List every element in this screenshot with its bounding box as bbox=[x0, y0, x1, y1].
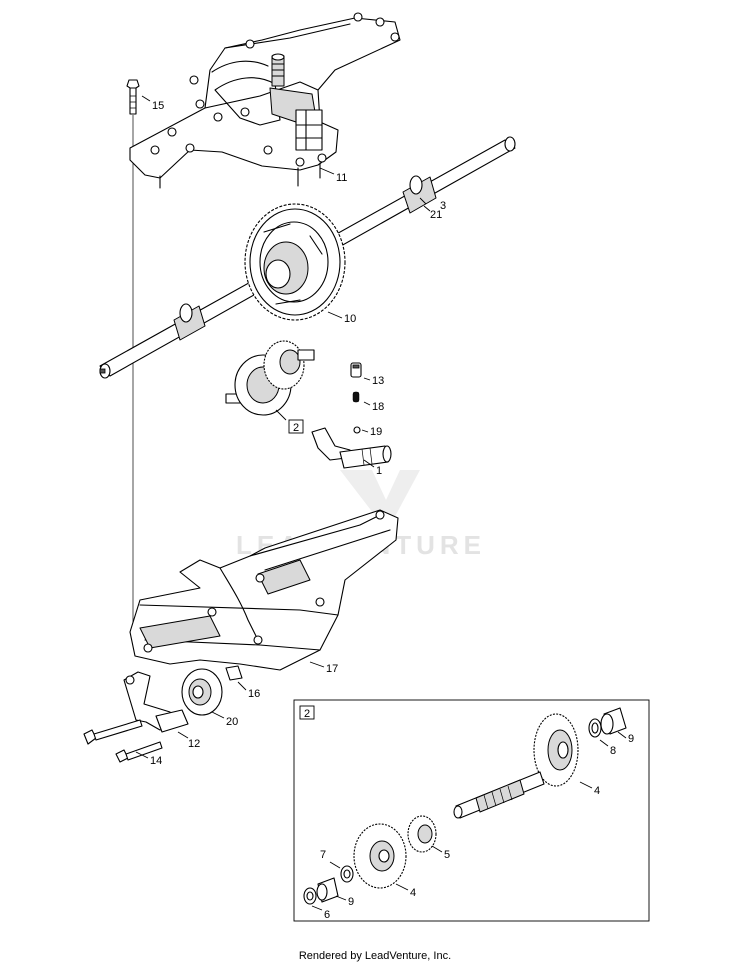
bevel-gear-4-top bbox=[533, 713, 579, 787]
detail-box-2: 2 bbox=[293, 699, 650, 922]
callout-detail-9-bottom: 9 bbox=[348, 896, 354, 908]
callout-detail-6: 6 bbox=[324, 909, 330, 921]
callout-18: 18 bbox=[372, 401, 384, 413]
callout-detail-7: 7 bbox=[320, 849, 326, 861]
spring-18 bbox=[352, 391, 360, 403]
callout-11: 11 bbox=[336, 172, 347, 184]
differential-ring-gear bbox=[244, 203, 346, 321]
callout-box-2-detail-label: 2 bbox=[304, 708, 310, 720]
callouts-main: 15 11 3 21 10 13 18 2 19 1 17 16 20 12 1… bbox=[135, 95, 446, 767]
washer-8 bbox=[588, 718, 602, 738]
callout-box-2-main-label: 2 bbox=[293, 422, 299, 434]
lower-housing-bolts bbox=[143, 510, 385, 653]
callout-16: 16 bbox=[248, 688, 260, 700]
upper-housing-bolts bbox=[150, 12, 400, 167]
callout-19: 19 bbox=[370, 426, 382, 438]
callout-10: 10 bbox=[344, 313, 356, 325]
callout-21: 21 bbox=[430, 209, 442, 221]
shift-fork bbox=[311, 427, 392, 469]
ball-19 bbox=[353, 426, 361, 434]
washer-6 bbox=[303, 887, 317, 905]
pulley-20 bbox=[181, 668, 223, 716]
callout-17: 17 bbox=[326, 663, 338, 675]
callout-detail-4-top: 4 bbox=[594, 785, 600, 797]
callout-15: 15 bbox=[152, 100, 164, 112]
callout-box-2-detail bbox=[299, 705, 315, 720]
bevel-gear-4-bottom bbox=[353, 823, 407, 889]
bolt-14 bbox=[115, 741, 163, 763]
upper-housing bbox=[129, 12, 401, 189]
callout-detail-8: 8 bbox=[610, 745, 616, 757]
callout-detail-4-bottom: 4 bbox=[410, 887, 416, 899]
callout-3: 3 bbox=[440, 200, 446, 212]
callout-1: 1 bbox=[376, 465, 382, 477]
callout-20: 20 bbox=[226, 716, 238, 728]
footer-credit: Rendered by LeadVenture, Inc. bbox=[298, 950, 452, 962]
callout-14: 14 bbox=[150, 755, 162, 767]
gear-shaft-assembly bbox=[225, 340, 315, 416]
gear-5 bbox=[407, 815, 437, 853]
callout-box-2-main bbox=[288, 419, 304, 434]
callout-detail-9-top: 9 bbox=[628, 733, 634, 745]
washer-7 bbox=[340, 865, 354, 883]
brake-bracket-12 bbox=[123, 671, 189, 733]
key-16 bbox=[225, 665, 243, 681]
splined-shaft bbox=[453, 771, 545, 819]
callout-13: 13 bbox=[372, 375, 384, 387]
bushing-9-top bbox=[600, 707, 627, 735]
callout-detail-5: 5 bbox=[444, 849, 450, 861]
bolt-15 bbox=[126, 79, 140, 115]
callout-12: 12 bbox=[188, 738, 200, 750]
bushing-9-bottom bbox=[316, 877, 339, 903]
watermark-logo bbox=[340, 470, 420, 522]
screw-13 bbox=[350, 362, 362, 378]
lower-housing bbox=[129, 509, 399, 671]
bolt-long bbox=[83, 719, 143, 745]
